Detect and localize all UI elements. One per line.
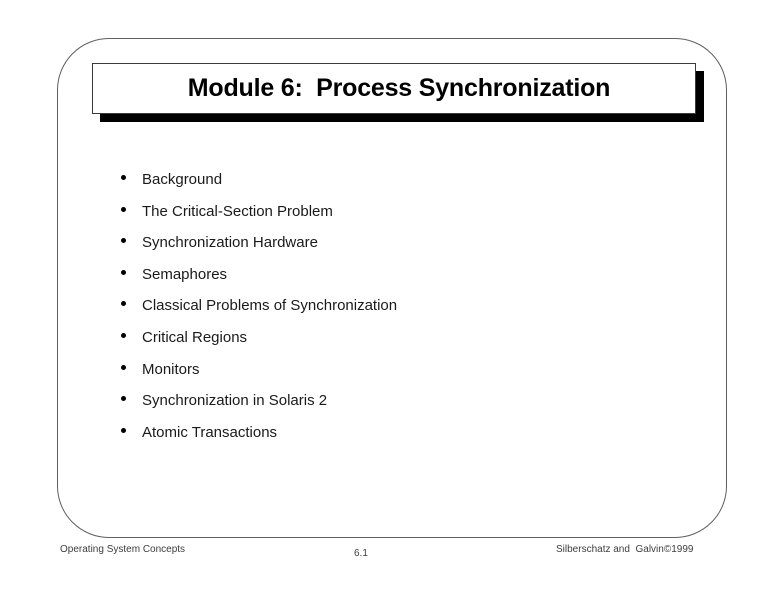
list-item: The Critical-Section Problem xyxy=(118,202,638,234)
bullet-icon xyxy=(121,301,126,307)
title-box: Module 6: Process Synchronization xyxy=(92,63,696,114)
slide-title-block: Module 6: Process Synchronization xyxy=(92,63,704,122)
slide-frame-border xyxy=(57,38,727,538)
footer-book-title: Operating System Concepts xyxy=(60,544,186,555)
list-item-label: Synchronization in Solaris 2 xyxy=(142,392,328,410)
bullet-icon xyxy=(121,175,126,180)
bullet-icon xyxy=(121,427,126,433)
list-item: Atomic Transactions xyxy=(118,423,638,455)
list-item-label: Classical Problems of Synchronization xyxy=(142,297,398,315)
bullet-icon xyxy=(121,396,126,402)
list-item: Synchronization in Solaris 2 xyxy=(118,391,638,423)
list-item-label: Synchronization Hardware xyxy=(142,234,318,252)
list-item-label: Semaphores xyxy=(142,265,228,283)
list-item-label: Critical Regions xyxy=(142,328,248,346)
list-item: Semaphores xyxy=(118,265,638,297)
list-item: Critical Regions xyxy=(118,328,638,360)
list-item: Synchronization Hardware xyxy=(118,233,638,265)
footer-copyright: Silberschatz and Galvin©1999 xyxy=(556,544,694,555)
list-item-label: Monitors xyxy=(142,360,200,378)
bullet-list: Background The Critical-Section Problem … xyxy=(118,170,638,454)
bullet-icon xyxy=(121,332,126,338)
footer-page-number: 6.1 xyxy=(354,548,368,559)
list-item: Background xyxy=(118,170,638,202)
bullet-icon xyxy=(121,269,126,275)
bullet-icon xyxy=(121,206,126,212)
list-item-label: Atomic Transactions xyxy=(142,423,278,441)
list-item-label: Background xyxy=(142,171,223,188)
list-item: Classical Problems of Synchronization xyxy=(118,296,638,328)
list-item-label: The Critical-Section Problem xyxy=(142,202,333,220)
list-item: Monitors xyxy=(118,360,638,392)
bullet-icon xyxy=(121,238,126,244)
bullet-icon xyxy=(121,364,126,370)
page-title: Module 6: Process Synchronization xyxy=(187,74,611,102)
